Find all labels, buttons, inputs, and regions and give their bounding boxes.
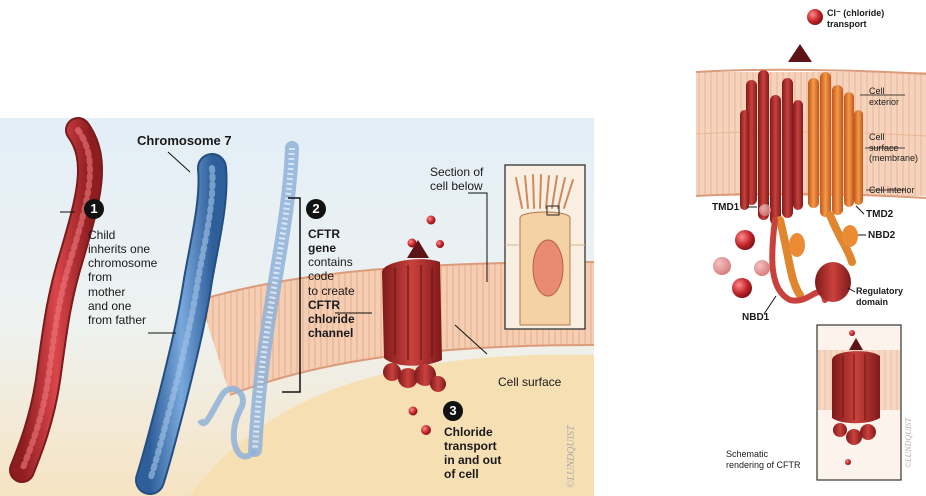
chloride-ion [408,239,417,248]
right-signature: ©LUNDQUIST [904,418,913,468]
chromosome-7-label: Chromosome 7 [137,133,232,148]
section-of-cell-label: Section of cell below [430,165,483,193]
schematic-box [817,325,901,480]
step-1-number: 1 [84,199,104,219]
cell-interior-label: Cell interior [869,185,915,196]
cell-surface-label: Cell surface [498,375,561,389]
chloride-ion-top [807,9,823,25]
regulatory-domain-shape [815,262,851,302]
step-2-number: 2 [306,199,326,219]
step-1-text: Child inherits one chromosome from mothe… [88,228,157,327]
step-3-text: Chloride transport in and out of cell [444,425,501,482]
chloride-ion [436,240,444,248]
nbd1-label: NBD1 [742,312,769,324]
step-3-number: 3 [443,401,463,421]
schematic-label: Schematic rendering of CFTR [726,449,801,470]
chloride-ion [427,216,436,225]
chloride-ion [421,425,431,435]
cell-exterior-label: Cell exterior [869,86,899,107]
chloride-transport-label: Cl⁻ (chloride) transport [827,8,884,29]
left-signature: ©LUNDQUIST [566,425,577,488]
chloride-ion [409,407,418,416]
regulatory-domain-label: Regulatory domain [856,286,903,307]
cell-section-box [505,165,585,329]
step-2-text: CFTR gene contains code to create CFTR c… [308,227,355,340]
tmd1-label: TMD1 [712,202,739,214]
tmd2-label: TMD2 [866,209,893,221]
cell-surface-membrane-label: Cell surface (membrane) [869,132,918,164]
nbd2-label: NBD2 [868,230,895,242]
